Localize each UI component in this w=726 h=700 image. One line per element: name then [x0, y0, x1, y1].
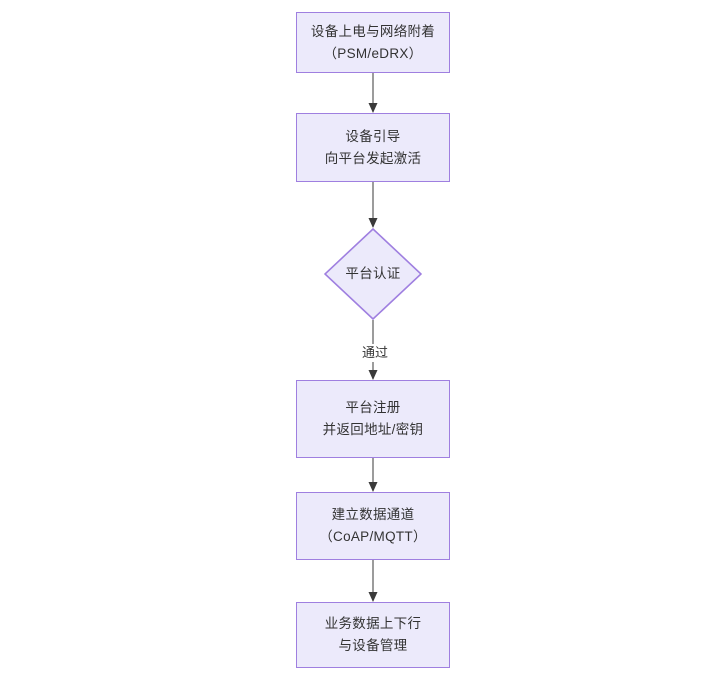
node-label: 设备引导 向平台发起激活 [324, 128, 422, 166]
node-label: 业务数据上下行 与设备管理 [324, 616, 422, 653]
edge-label-text: 通过 [361, 345, 388, 360]
node-label: 设备上电与网络附着 （PSM/eDRX） [310, 23, 436, 61]
node-device-bootstrap[interactable]: 设备引导 向平台发起激活 [296, 113, 450, 182]
node-business-data-and-device-mgmt[interactable]: 业务数据上下行 与设备管理 [296, 602, 450, 668]
node-platform-register[interactable]: 平台注册 并返回地址/密钥 [296, 380, 450, 458]
node-label: 平台认证 [345, 266, 401, 281]
node-label: 建立数据通道 （CoAP/MQTT） [319, 507, 427, 544]
node-device-power-on[interactable]: 设备上电与网络附着 （PSM/eDRX） [296, 12, 450, 73]
node-establish-data-channel[interactable]: 建立数据通道 （CoAP/MQTT） [296, 492, 450, 560]
node-platform-auth-decision[interactable]: 平台认证 [324, 228, 422, 320]
edge-label-pass: 通过 [352, 344, 398, 362]
diamond-shape [324, 228, 422, 320]
node-label: 平台注册 并返回地址/密钥 [322, 400, 424, 437]
